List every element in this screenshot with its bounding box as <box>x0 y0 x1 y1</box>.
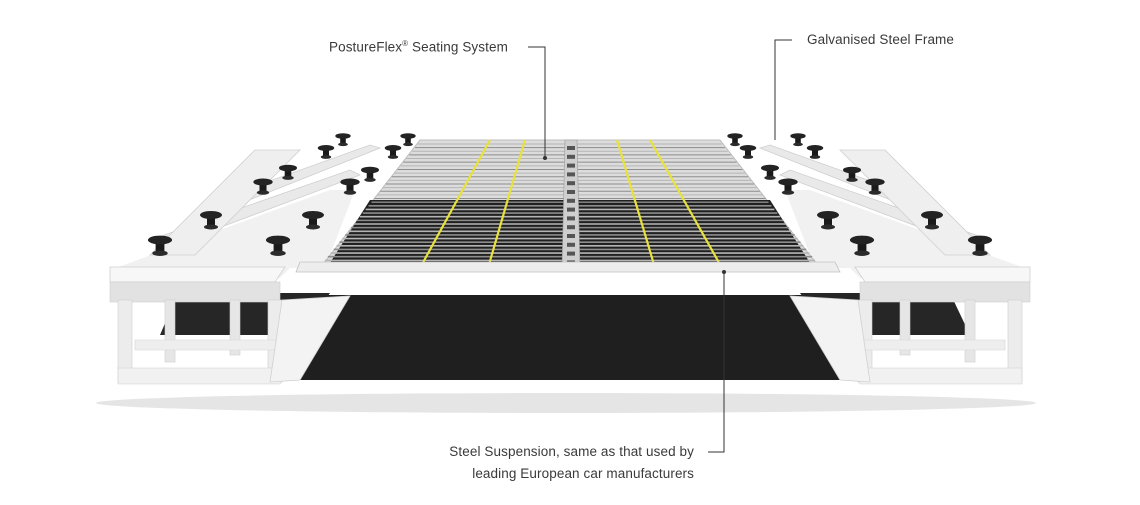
rubber-mount-icon <box>865 178 885 195</box>
spine-clip <box>567 163 575 168</box>
yellow-tension-lines <box>419 139 723 269</box>
rubber-mount-icon <box>400 133 416 147</box>
rubber-mount-icon <box>817 211 839 230</box>
spine-clip <box>567 225 575 230</box>
rubber-mounts <box>147 133 993 256</box>
rubber-mount-icon <box>265 235 291 256</box>
right-frame <box>758 144 1031 385</box>
leader-suspension-dot <box>722 270 726 274</box>
rubber-mount-icon <box>317 145 335 159</box>
rubber-mount-icon <box>727 133 743 147</box>
rubber-mount-icon <box>967 235 993 256</box>
rubber-mount-icon <box>147 235 173 256</box>
rubber-mount-icon <box>790 133 806 147</box>
rubber-mount-icon <box>739 145 757 159</box>
leader-frame <box>774 39 792 140</box>
leader-seating <box>528 46 546 158</box>
spine-clip <box>567 146 575 150</box>
base-mat <box>262 295 870 380</box>
leader-lines <box>528 39 792 453</box>
rubber-mount-icon <box>760 164 780 180</box>
rubber-mount-icon <box>384 145 402 159</box>
rubber-mount-icon <box>806 145 824 159</box>
seating-system-suffix: Seating System <box>408 39 508 55</box>
spine-clip <box>567 198 575 203</box>
rubber-mount-icon <box>278 164 298 180</box>
spine-clip <box>567 154 575 159</box>
rubber-mount-icon <box>849 235 875 256</box>
rubber-mount-icon <box>302 211 324 230</box>
spine-clip <box>567 207 575 212</box>
spine-clip <box>567 181 575 186</box>
rubber-mount-icon <box>921 211 943 230</box>
spine-clip <box>567 251 575 256</box>
callout-steel-frame: Galvanised Steel Frame <box>807 32 955 47</box>
registered-mark: ® <box>402 39 409 48</box>
ground-shadow <box>96 393 1036 413</box>
rubber-mount-icon <box>778 178 798 195</box>
rubber-mount-icon <box>200 211 222 230</box>
rubber-mount-icon <box>253 178 273 195</box>
rubber-mount-icon <box>360 166 380 182</box>
seating-system-name: PostureFlex <box>329 39 403 55</box>
left-frame <box>109 144 382 385</box>
callout-seating-system: PostureFlex® Seating System <box>329 39 508 55</box>
callout-steel-suspension-line2: leading European car manufacturers <box>472 466 694 481</box>
spine-clip <box>567 172 575 177</box>
rubber-mount-icon <box>842 166 862 182</box>
leader-suspension <box>708 272 725 453</box>
leader-seating-dot <box>543 156 547 160</box>
spine-clip <box>567 190 575 194</box>
callout-steel-suspension-line1: Steel Suspension, same as that used by <box>449 444 694 459</box>
spine-clip <box>567 234 575 238</box>
spine-clip <box>567 216 575 221</box>
rubber-mount-icon <box>335 133 351 147</box>
rubber-mount-icon <box>340 178 360 195</box>
spine-clip <box>567 242 575 247</box>
suspension-deck <box>295 139 841 273</box>
